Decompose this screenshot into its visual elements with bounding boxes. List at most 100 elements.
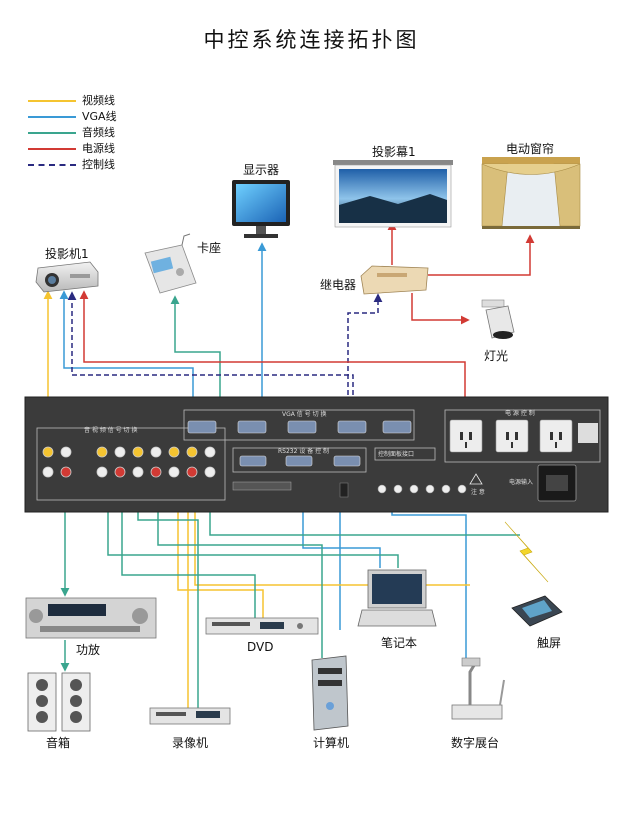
panel-label-av: 音 视 频 信 号 切 换 [84, 427, 138, 434]
control-jack [441, 484, 451, 494]
page-title: 中控系统连接拓扑图 [203, 28, 420, 52]
legend-swatch-control [28, 164, 76, 166]
power-line-curtain [428, 234, 535, 276]
legend-item: VGA线 [28, 109, 117, 125]
rca-jack [204, 466, 216, 478]
legend-swatch-power [28, 148, 76, 150]
power-socket [495, 419, 529, 453]
control-jack [377, 484, 387, 494]
card-reader [144, 233, 197, 294]
rca-jack [60, 446, 72, 458]
legend-label: VGA线 [82, 110, 117, 123]
audio-line-dvd [121, 490, 256, 618]
label-card-reader: 卡座 [197, 241, 222, 255]
panel-label-warning: 注 意 [471, 489, 485, 496]
relay [360, 265, 429, 295]
power-socket [539, 419, 573, 453]
legend-swatch-video [28, 100, 76, 102]
warning-icon [469, 473, 483, 485]
audio-line-computer [157, 490, 323, 658]
label-vcr: 录像机 [172, 736, 209, 750]
amplifier [25, 597, 157, 639]
label-relay: 继电器 [320, 278, 357, 292]
vga-port [187, 420, 217, 434]
rca-jack [150, 466, 162, 478]
label-screen: 投影幕1 [372, 145, 416, 159]
legend-item: 控制线 [28, 157, 117, 173]
power-socket [449, 419, 483, 453]
wireless-signal-icon [504, 521, 549, 583]
control-line-relay [347, 293, 383, 427]
label-amplifier: 功放 [76, 643, 101, 657]
rca-jack [204, 446, 216, 458]
touch-screen [511, 595, 563, 627]
rca-jack [60, 466, 72, 478]
label-curtain: 电动窗帘 [506, 142, 555, 156]
db9-port [285, 455, 313, 467]
rca-jack [186, 466, 198, 478]
legend-swatch-audio [28, 132, 76, 134]
laptop [357, 569, 437, 627]
rca-jack [96, 466, 108, 478]
rs232-box [232, 447, 367, 473]
legend-swatch-vga [28, 116, 76, 118]
vga-port [237, 420, 267, 434]
rca-jack [150, 446, 162, 458]
legend-label: 控制线 [82, 158, 115, 171]
vga-port [382, 420, 412, 434]
control-port-box [374, 447, 436, 461]
video-line-dvd [177, 460, 264, 618]
label-computer: 计算机 [313, 736, 350, 750]
panel-label-power-input: 电源输入 [509, 479, 534, 486]
legend-label: 电源线 [82, 142, 115, 155]
visualizer [451, 657, 505, 720]
panel-label-control-port: 控制面板接口 [378, 451, 415, 458]
control-jack [409, 484, 419, 494]
rca-jack [132, 446, 144, 458]
rca-jack [132, 466, 144, 478]
control-jack [393, 484, 403, 494]
rca-jack [42, 466, 54, 478]
curtain [481, 157, 581, 229]
rca-jack [168, 466, 180, 478]
label-light: 灯光 [484, 349, 509, 363]
light [481, 299, 515, 339]
audio-line-laptop [107, 490, 399, 568]
terminal-block [232, 481, 292, 491]
legend-item: 音频线 [28, 125, 117, 141]
ir-port [339, 482, 349, 498]
vga-section-box [183, 409, 415, 441]
projection-screen [333, 160, 453, 228]
legend: 视频线 VGA线 音频线 电源线 控制线 [28, 93, 117, 173]
rca-jack [114, 466, 126, 478]
db9-port [239, 455, 267, 467]
db9-port [333, 455, 361, 467]
rca-jack [42, 446, 54, 458]
panel-label-power: 电 源 控 制 [505, 410, 535, 417]
power-section-box [444, 409, 601, 463]
computer [311, 655, 349, 731]
vga-port [337, 420, 367, 434]
av-section-box [36, 427, 226, 501]
label-monitor: 显示器 [243, 163, 280, 177]
power-line-projector [79, 290, 466, 412]
projector [35, 261, 99, 293]
power-info-label [578, 423, 598, 443]
vga-port [287, 420, 317, 434]
vcr [149, 707, 231, 725]
label-touch-screen: 触屏 [537, 636, 562, 650]
label-projector: 投影机1 [45, 247, 89, 261]
rca-jack [168, 446, 180, 458]
legend-label: 音频线 [82, 126, 115, 139]
control-jack [457, 484, 467, 494]
monitor [232, 180, 290, 238]
panel-label-vga: VGA 信 号 切 换 [282, 411, 327, 418]
panel-label-rs232: RS232 设 备 控 制 [278, 448, 330, 455]
label-dvd: DVD [247, 640, 274, 654]
dvd-player [205, 617, 319, 635]
power-line-light [411, 293, 470, 325]
vga-line-card-reader [170, 295, 221, 427]
label-speakers: 音箱 [46, 736, 71, 750]
legend-label: 视频线 [82, 94, 115, 107]
